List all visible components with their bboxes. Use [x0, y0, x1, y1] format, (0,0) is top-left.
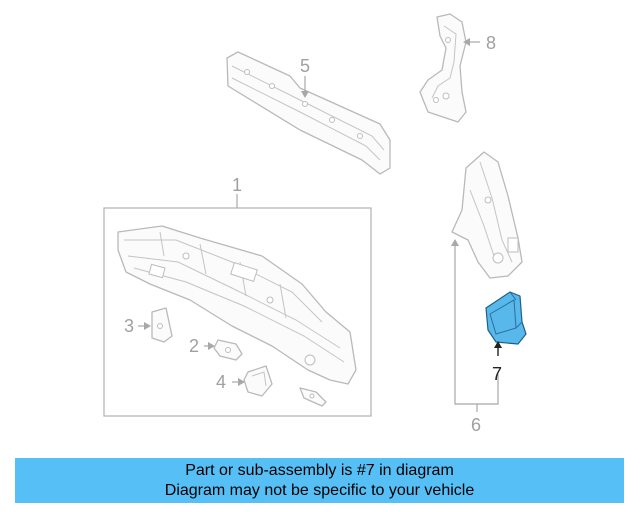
banner-line-1: Part or sub-assembly is #7 in diagram — [185, 461, 454, 479]
part-1-group-frame — [103, 207, 372, 417]
callout-4: 4 — [216, 372, 226, 392]
part-4-mount[interactable] — [243, 365, 273, 397]
callout-7: 7 — [492, 364, 502, 384]
part-2-clip[interactable] — [213, 339, 243, 361]
callout-8: 8 — [486, 33, 496, 53]
callout-3: 3 — [124, 316, 134, 336]
part-7-highlighted-bracket[interactable] — [485, 291, 527, 345]
banner-line-2: Diagram may not be specific to your vehi… — [164, 481, 475, 499]
callout-1: 1 — [232, 175, 242, 195]
part-5-crossmember[interactable] — [226, 51, 391, 175]
callout-2: 2 — [189, 336, 199, 356]
callout-6: 6 — [471, 415, 481, 435]
part-1-rear-panel[interactable] — [117, 225, 357, 385]
part-3-bracket[interactable] — [151, 307, 173, 343]
part-6-side-panel[interactable] — [451, 151, 523, 279]
part-8-bracket[interactable] — [419, 13, 467, 123]
callout-5: 5 — [300, 56, 310, 76]
info-banner: Part or sub-assembly is #7 in diagram Di… — [15, 458, 624, 503]
fastener-detail — [299, 387, 327, 407]
